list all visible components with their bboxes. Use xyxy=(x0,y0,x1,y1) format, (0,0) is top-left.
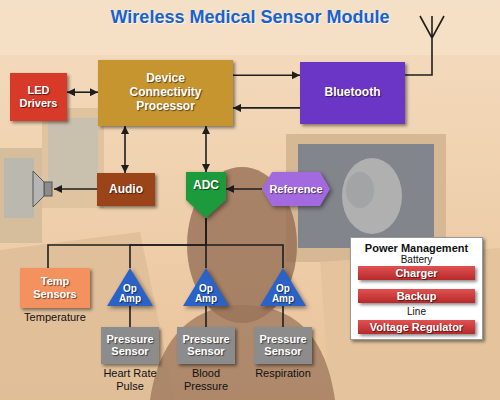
box-label: Audio xyxy=(97,183,155,197)
connector xyxy=(130,218,206,268)
sensor-box: Temp SensorsTemperature xyxy=(20,268,90,308)
signal-caption: Heart Rate Pulse xyxy=(100,367,160,392)
connector xyxy=(48,218,206,268)
power-panel: Power ManagementBatteryLine ChargerBackup… xyxy=(350,237,483,340)
adc-pentagon: ADC xyxy=(186,172,226,218)
power-bar: Voltage Regulator xyxy=(358,320,475,334)
speaker-symbol xyxy=(44,182,52,196)
box-label: ADC xyxy=(186,179,226,193)
connector xyxy=(67,91,98,93)
shape-fill xyxy=(186,172,226,218)
box-label: Reference xyxy=(262,183,330,196)
shape-fill xyxy=(107,268,153,306)
shape-fill xyxy=(260,268,306,306)
panel-heading: Power Management xyxy=(351,242,482,255)
amp-label: Op Amp xyxy=(118,284,142,304)
bar-label: Charger xyxy=(358,266,475,280)
sensor-box: Pressure SensorHeart Rate Pulse xyxy=(101,327,159,364)
box-label: Pressure Sensor xyxy=(177,333,235,358)
connector xyxy=(233,74,300,76)
speaker-cone xyxy=(33,171,44,207)
connector xyxy=(282,306,284,327)
box-label: Pressure Sensor xyxy=(254,333,312,358)
connector xyxy=(226,188,262,190)
audio-box: Audio xyxy=(97,173,155,206)
signal-caption: Blood Pressure xyxy=(176,367,236,392)
power-bar: Backup xyxy=(358,289,475,303)
driver-box: LED Drivers xyxy=(10,73,67,121)
sensor-box: Pressure SensorRespiration xyxy=(254,327,312,364)
opamp-triangle: Op Amp xyxy=(260,268,306,306)
shape-fill xyxy=(183,268,229,306)
shape-fill xyxy=(262,172,330,206)
amp-label: Op Amp xyxy=(194,284,218,304)
bar-label: Backup xyxy=(358,289,475,303)
box-label: LED Drivers xyxy=(10,84,67,109)
connector xyxy=(206,218,283,268)
source-label: Battery xyxy=(351,254,482,266)
signal-caption: Respiration xyxy=(248,367,318,380)
box-label: Bluetooth xyxy=(300,86,405,100)
signal-caption: Temperature xyxy=(10,311,100,324)
power-bar: Charger xyxy=(358,266,475,280)
box-label: Temp Sensors xyxy=(20,275,90,300)
diagram-title: Wireless Medical Sensor Module xyxy=(0,7,500,28)
connector xyxy=(205,306,207,327)
box-label: Pressure Sensor xyxy=(101,333,159,358)
processor-box: Device Connectivity Processor xyxy=(98,60,233,126)
antenna-symbol xyxy=(405,16,444,75)
connector xyxy=(129,306,131,327)
box-label: Device Connectivity Processor xyxy=(98,72,233,113)
opamp-triangle: Op Amp xyxy=(183,268,229,306)
connector xyxy=(124,126,126,173)
bar-label: Voltage Regulator xyxy=(358,320,475,334)
bluetooth-box: Bluetooth xyxy=(300,62,405,124)
source-label: Line xyxy=(351,306,482,318)
speaker-wire xyxy=(54,188,97,190)
opamp-triangle: Op Amp xyxy=(107,268,153,306)
sensor-box: Pressure SensorBlood Pressure xyxy=(177,327,235,364)
reference-hexagon: Reference xyxy=(262,172,330,206)
amp-label: Op Amp xyxy=(271,284,295,304)
connector xyxy=(233,107,300,109)
connector xyxy=(205,126,207,172)
